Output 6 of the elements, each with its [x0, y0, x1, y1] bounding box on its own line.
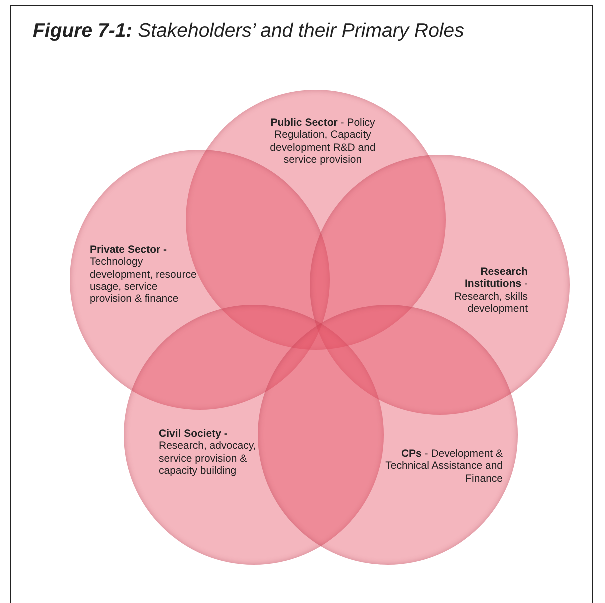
role-text: CPs - Development & Technical Assistance and Finance [384, 448, 503, 485]
role-text: Civil Society - Research, advocacy, service provision & capacity building [159, 428, 258, 478]
figure-title: Figure 7-1: Stakeholders’ and their Primary Roles [33, 20, 464, 43]
role-text: Research Institutions - Research, skills development [453, 266, 528, 316]
role-text: Public Sector - Policy Regulation, Capacity development R&D and service provision [269, 117, 377, 166]
role-text: Private Sector - Technology development, resource usage, service provision & finance [90, 244, 198, 306]
